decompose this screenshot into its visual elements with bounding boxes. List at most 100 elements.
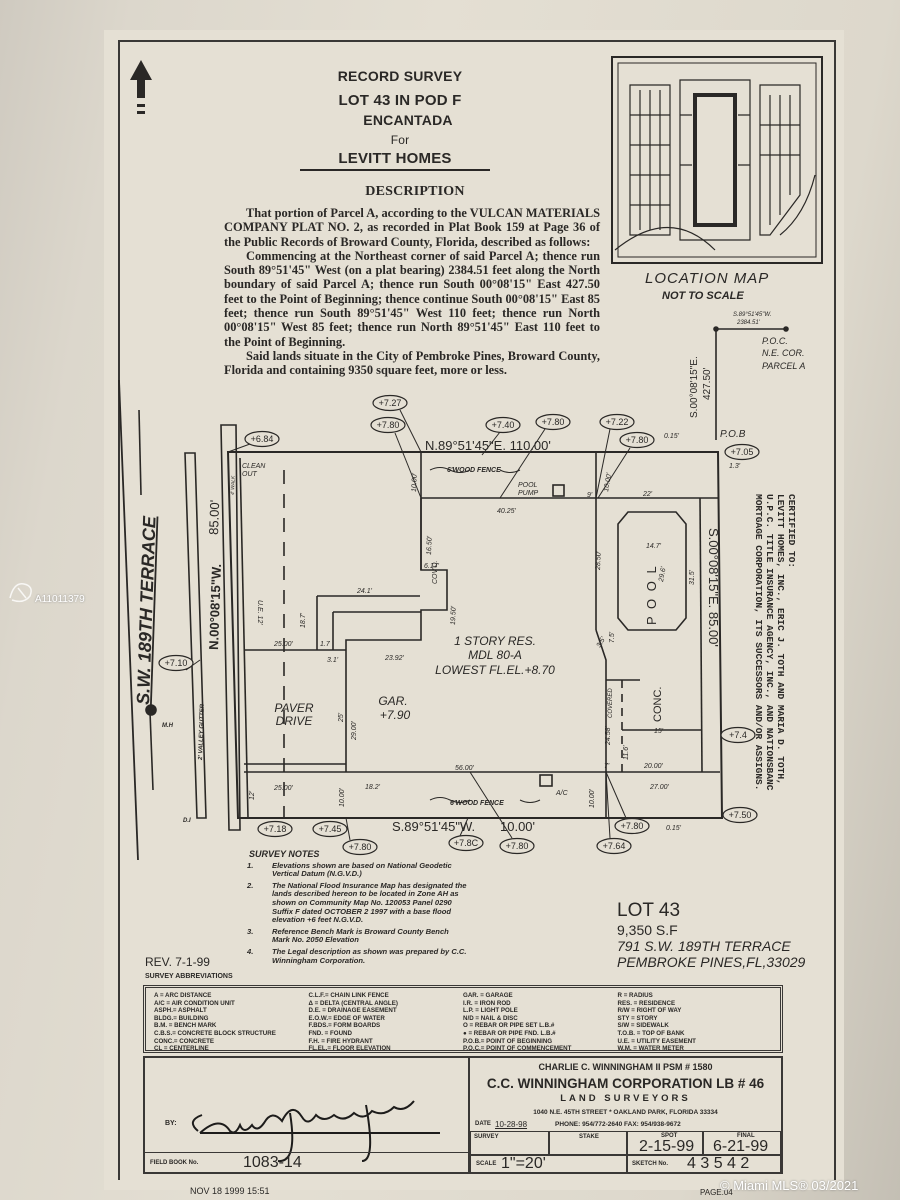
- revision-date: REV. 7-1-99: [145, 955, 210, 969]
- sketch-number: 4 3 5 4 2: [687, 1155, 750, 1172]
- elevation-marker: +7.8C: [448, 834, 484, 852]
- sketch-cell: SKETCH No.4 3 5 4 2: [626, 1154, 781, 1174]
- survey-note: 4.The Legal description as shown was pre…: [247, 946, 467, 965]
- elevation-marker: +7.50: [722, 806, 758, 824]
- svg-text:+7.45: +7.45: [319, 824, 342, 834]
- dimension: 40.25': [497, 508, 517, 515]
- survey-cell: SURVEY: [470, 1131, 550, 1156]
- tie-north-distance: 2384.51': [736, 320, 761, 326]
- east-boundary-line: S.00°08'15"E. 85.00': [706, 528, 721, 647]
- description-paragraph: Said lands situate in the City of Pembro…: [224, 348, 600, 378]
- location-map-title: LOCATION MAP: [645, 270, 770, 287]
- dimension: 31.5': [689, 569, 696, 585]
- lowest-floor-elevation: LOWEST FL.EL.+8.70: [435, 663, 555, 677]
- location-map-subtitle: NOT TO SCALE: [662, 290, 744, 302]
- covered-label: COVERED: [608, 688, 614, 718]
- conc-label: CONC.: [652, 687, 664, 722]
- company-phone: PHONE: 954/772-2640 FAX: 954/938-9672: [555, 1121, 681, 1128]
- surveyor-name: CHARLIE C. WINNINGHAM II PSM # 1580: [538, 1062, 713, 1072]
- residence-model: MDL 80-A: [468, 648, 522, 662]
- pool-width: 14.7': [646, 543, 662, 550]
- svg-text:+7.80: +7.80: [626, 435, 649, 445]
- signature: [191, 1100, 440, 1163]
- pool-label: P O O L: [644, 564, 659, 625]
- pool-pump-label: POOL: [518, 482, 538, 489]
- elevation-marker: +7.10: [158, 654, 194, 672]
- dimension: 29.00': [351, 720, 358, 741]
- paver-drive-label: DRIVE: [276, 714, 314, 728]
- elevation-marker: +7.80: [370, 416, 406, 434]
- lot-pod-title: LOT 43 IN POD F: [338, 92, 462, 109]
- pool-pump-label: PUMP: [518, 490, 539, 497]
- svg-text:+7.40: +7.40: [492, 420, 515, 430]
- street-name: S.W. 189TH TERRACE: [133, 515, 160, 705]
- valley-gutter-label: 2' VALLEY GUTTER: [198, 703, 206, 761]
- west-distance: 85.00': [206, 500, 222, 536]
- dimension: 6.17': [424, 563, 440, 570]
- dimension: 19.50': [450, 605, 458, 625]
- survey-notes-heading: SURVEY NOTES: [249, 849, 320, 859]
- lot-city: PEMBROKE PINES,FL,33029: [617, 954, 806, 970]
- drawing-frame: [118, 40, 836, 1180]
- west-bearing: N.00°08'15"W.: [206, 564, 224, 650]
- elevation-marker: +7.64: [596, 837, 632, 855]
- svg-text:+7.80: +7.80: [621, 821, 644, 831]
- dimension: 16.50': [426, 535, 434, 555]
- dimension: 56.00': [455, 765, 475, 772]
- elevation-marker: +7.27: [372, 394, 408, 412]
- company-address: 1040 N.E. 45TH STREET * OAKLAND PARK, FL…: [533, 1109, 718, 1116]
- dimension: 18.2': [365, 784, 381, 791]
- south-bearing: S.89°51'45"W.: [392, 819, 475, 834]
- dimension: 3.1': [327, 657, 339, 664]
- subdivision-name: ENCANTADA: [363, 112, 453, 128]
- abbreviations-heading: SURVEY ABBREVIATIONS: [145, 973, 233, 980]
- survey-title: RECORD SURVEY: [337, 68, 463, 84]
- page-number: PAGE.04: [700, 1188, 733, 1197]
- elevation-marker: +7.80: [619, 431, 655, 449]
- poc-label: PARCEL A: [762, 361, 805, 371]
- legal-description: That portion of Parcel A, according to t…: [224, 206, 600, 378]
- elevation-marker: +7.80: [499, 837, 535, 855]
- date-value: 10-28-98: [495, 1120, 528, 1129]
- lot-number: LOT 43: [617, 900, 681, 921]
- svg-text:+7.10: +7.10: [165, 658, 188, 668]
- dimension: 12': [249, 790, 256, 800]
- dimension: 10.00': [339, 787, 346, 807]
- listing-id-watermark: A11011379: [35, 594, 85, 605]
- stake-cell: STAKE: [548, 1131, 628, 1156]
- dimension: 9': [587, 492, 593, 499]
- mls-logo-icon: [9, 583, 32, 603]
- field-book-label: FIELD BOOK No.: [150, 1160, 199, 1166]
- lot-area: 9,350 S.F: [617, 922, 678, 938]
- wood-fence-south-label: 6'WOOD FENCE: [450, 800, 504, 807]
- elevation-marker: +7.05: [724, 443, 760, 461]
- svg-text:+7.8C: +7.8C: [454, 838, 479, 848]
- svg-text:+7.18: +7.18: [264, 824, 287, 834]
- dimension: 24.58': [605, 725, 612, 746]
- tie-north-bearing: S.89°51'45"W.: [733, 312, 771, 318]
- company-tagline: LAND SURVEYORS: [560, 1093, 691, 1104]
- final-date: 6-21-99: [713, 1138, 769, 1155]
- cov-label: COV'D.: [432, 560, 439, 584]
- garage-elevation: +7.90: [380, 708, 411, 722]
- elevation-marker: +7.80: [342, 838, 378, 856]
- spot-date: 2-15-99: [639, 1138, 695, 1155]
- walk-label: 4' WALK: [230, 475, 237, 495]
- survey-notes: SURVEY NOTES 1.Elevations shown are base…: [247, 850, 547, 965]
- survey-note: 1.Elevations shown are based on National…: [247, 860, 452, 879]
- mls-copyright: © Miami MLS® 03/2021: [720, 1178, 859, 1193]
- field-book-number: 1083-14: [243, 1154, 302, 1171]
- svg-text:+7.64: +7.64: [603, 841, 626, 851]
- elevation-marker: +7.80: [614, 817, 650, 835]
- elevation-marker: +6.84: [244, 430, 280, 448]
- location-map: [611, 56, 823, 264]
- residence-label: 1 STORY RES.: [454, 634, 536, 648]
- dimension: 24.1': [356, 588, 373, 595]
- paver-drive-label: PAVER: [274, 701, 313, 715]
- wood-fence-north-label: 6'WOOD FENCE: [447, 467, 501, 474]
- client-name: LEVITT HOMES: [300, 150, 490, 171]
